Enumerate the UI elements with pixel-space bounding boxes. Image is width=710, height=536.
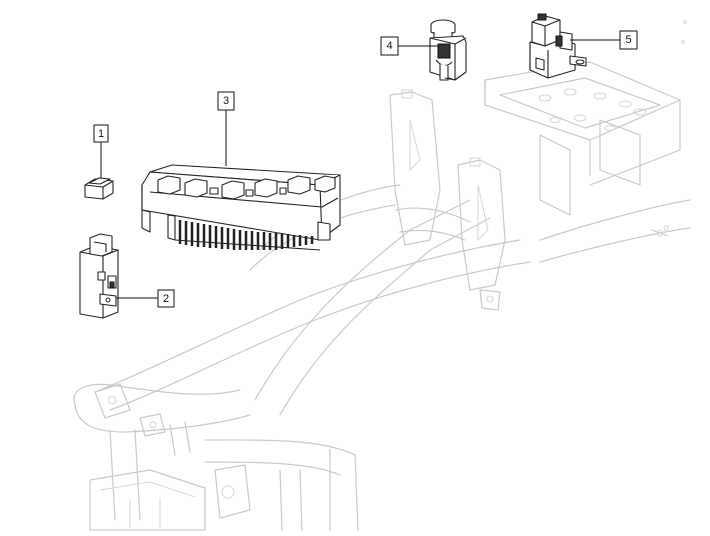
callout-5-label: 5 xyxy=(625,34,631,46)
callout-2: 2 xyxy=(116,289,175,308)
callout-1-label: 1 xyxy=(98,128,104,140)
callout-5-box xyxy=(619,30,638,50)
callout-1: 1 xyxy=(93,124,109,178)
callout-2-box xyxy=(157,289,175,308)
callout-3-label: 3 xyxy=(223,95,229,107)
callout-3: 3 xyxy=(217,91,235,166)
vehicle-frame xyxy=(73,20,691,531)
callout-2-label: 2 xyxy=(163,293,169,305)
part-4-key-switch xyxy=(429,19,467,81)
part-5-solenoid xyxy=(529,13,587,79)
callout-1-box xyxy=(93,124,109,143)
callout-3-box xyxy=(217,91,235,111)
callout-5: 5 xyxy=(570,30,638,50)
part-1-relay-cap xyxy=(84,177,114,200)
callout-4-box xyxy=(380,36,399,56)
callout-4: 4 xyxy=(380,36,438,56)
part-2-fuse-holder xyxy=(79,233,119,319)
part-3-control-unit xyxy=(141,164,341,251)
callout-4-label: 4 xyxy=(386,40,392,52)
